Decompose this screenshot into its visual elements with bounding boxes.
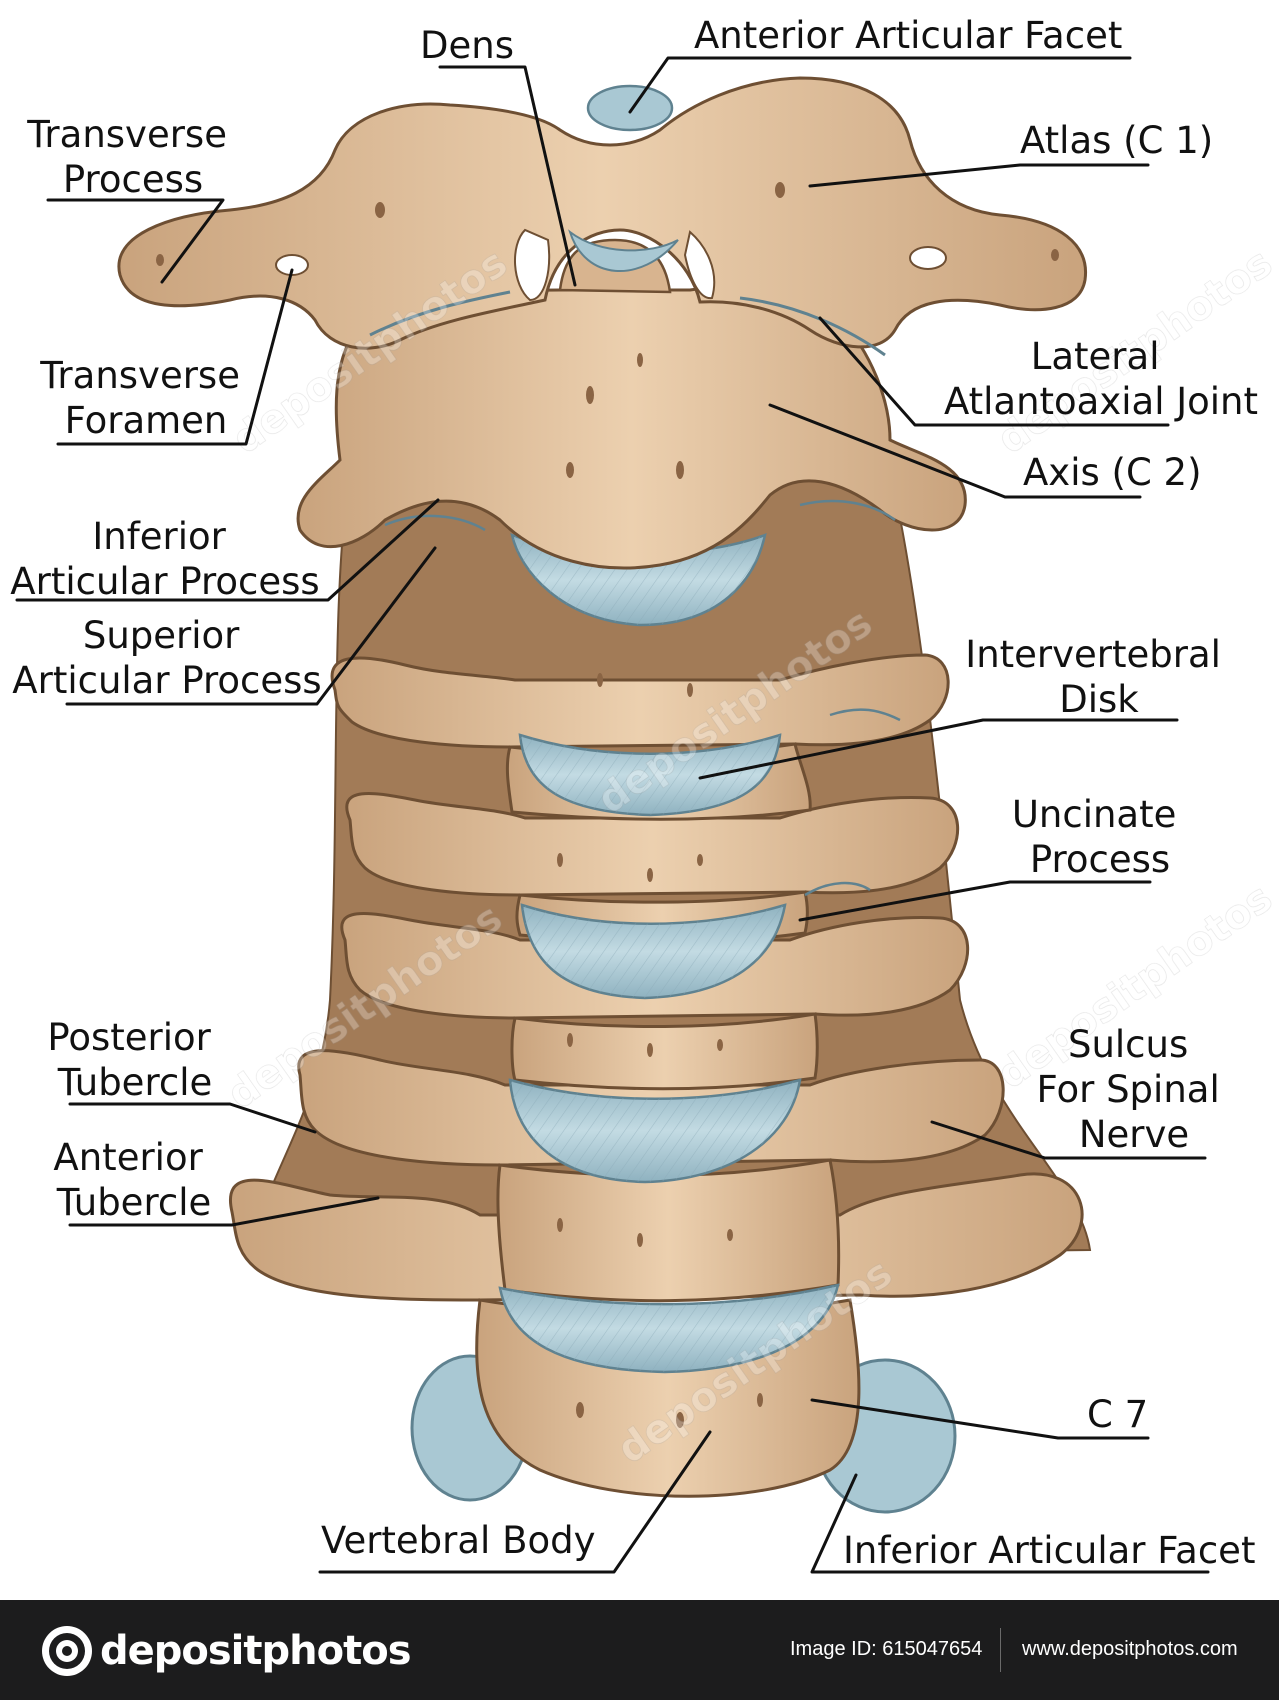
leader-dens: [438, 65, 577, 287]
leader-uncinate-process: [798, 880, 1152, 922]
bone-dimples: [156, 182, 1059, 1428]
label-uncinate-process: Uncinate Process: [1012, 793, 1188, 881]
logo-text: depositphotos: [100, 1628, 412, 1674]
dens-anterior-facet: [586, 84, 674, 132]
label-superior-articular-process: Superior Articular Process: [12, 614, 321, 702]
facet-joint-line-left: [384, 514, 486, 532]
label-c7: C 7: [1087, 1393, 1148, 1436]
label-transverse-process: Transverse Process: [26, 113, 238, 201]
leader-lateral-atlantoaxial-joint: [818, 316, 1170, 427]
footer-divider: [1000, 1628, 1001, 1672]
leader-inferior-articular-facet: [810, 1473, 1210, 1574]
uncinate-joint-line-2: [804, 881, 871, 897]
transverse-foramen-right: [909, 246, 947, 270]
atlas-foramen-right: [683, 230, 716, 300]
label-anterior-tubercle: Anterior Tubercle: [53, 1136, 214, 1224]
label-dens: Dens: [420, 24, 514, 67]
intervertebral-disks: [498, 532, 840, 1374]
leader-transverse-foramen: [56, 268, 294, 446]
uncinate-joint-line: [829, 708, 901, 722]
camera-icon: [42, 1626, 92, 1676]
label-anterior-articular-facet: Anterior Articular Facet: [694, 14, 1122, 57]
label-inferior-articular-facet: Inferior Articular Facet: [843, 1529, 1255, 1572]
label-atlas: Atlas (C 1): [1020, 119, 1213, 162]
vertebra-c5-body: [510, 1012, 819, 1091]
vertebra-c4-processes: [345, 792, 960, 897]
leader-atlas: [808, 163, 1150, 188]
dens-facet-socket: [568, 229, 679, 273]
label-inferior-articular-process: Inferior Articular Process: [10, 515, 319, 603]
lateral-atlantoaxial-joint-left: [369, 290, 511, 337]
label-posterior-tubercle: Posterior Tubercle: [47, 1016, 222, 1104]
facet-joint-line-right: [799, 499, 896, 522]
site-url-link[interactable]: www.depositphotos.com: [1022, 1638, 1238, 1660]
leader-vertebral-body: [318, 1430, 712, 1574]
labels: Dens Anterior Articular Facet Transverse…: [10, 14, 1258, 1572]
leader-anterior-articular-facet: [628, 56, 1132, 114]
label-sulcus-for-spinal-nerve: Sulcus For Spinal Nerve: [1037, 1023, 1232, 1156]
vertebra-c3-processes: [330, 653, 950, 749]
depositphotos-logo[interactable]: depositphotos: [40, 1624, 412, 1678]
atlas-foramen-left: [514, 228, 551, 302]
vertebra-c1-atlas: [117, 76, 1088, 350]
leader-inferior-articular-process: [15, 498, 440, 602]
leader-c7: [810, 1398, 1150, 1440]
cervical-spine-illustration: [117, 76, 1092, 1514]
label-transverse-foramen: Transverse Foramen: [39, 354, 251, 442]
leader-anterior-tubercle: [68, 1196, 380, 1227]
leader-intervertebral-disk: [698, 718, 1179, 780]
leader-transverse-process: [46, 198, 225, 284]
label-lateral-atlantoaxial-joint: Lateral Atlantoaxial Joint: [944, 335, 1258, 423]
leader-superior-articular-process: [65, 546, 437, 706]
label-axis: Axis (C 2): [1023, 451, 1202, 494]
image-id: Image ID: 615047654: [790, 1638, 983, 1660]
leader-lines: [15, 56, 1210, 1574]
label-intervertebral-disk: Intervertebral Disk: [965, 633, 1232, 721]
leader-axis: [768, 403, 1142, 499]
label-vertebral-body: Vertebral Body: [321, 1519, 596, 1562]
leader-sulcus-for-spinal-nerve: [930, 1120, 1207, 1160]
footer-bar: depositphotos Image ID: 615047654 www.de…: [0, 1600, 1279, 1700]
leader-posterior-tubercle: [68, 1102, 317, 1134]
cervical-spine-diagram: depositphotos depositphotos depositphoto…: [10, 14, 1279, 1574]
